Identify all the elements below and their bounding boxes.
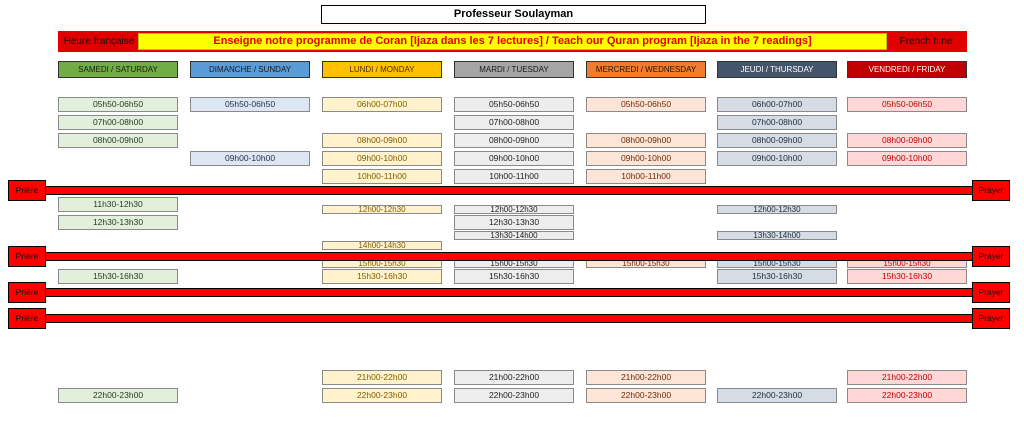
time-slot: 15h30-16h30 bbox=[322, 269, 442, 284]
day-header: VENDREDI / FRIDAY bbox=[847, 61, 967, 78]
prayer-label-right: Prayer bbox=[972, 246, 1010, 267]
time-slot: 21h00-22h00 bbox=[847, 370, 967, 385]
time-slot: 15h30-16h30 bbox=[58, 269, 178, 284]
banner-right-label: French time bbox=[899, 36, 953, 47]
time-slot: 08h00-09h00 bbox=[454, 133, 574, 148]
day-header: LUNDI / MONDAY bbox=[322, 61, 442, 78]
time-slot: 07h00-08h00 bbox=[454, 115, 574, 130]
time-slot: 12h00-12h30 bbox=[322, 205, 442, 214]
time-slot: 11h30-12h30 bbox=[58, 197, 178, 212]
time-slot: 10h00-11h00 bbox=[586, 169, 706, 184]
prayer-label-right: Prayer bbox=[972, 282, 1010, 303]
time-slot: 05h50-06h50 bbox=[847, 97, 967, 112]
time-slot: 05h50-06h50 bbox=[586, 97, 706, 112]
time-slot: 09h00-10h00 bbox=[847, 151, 967, 166]
prayer-label-left: Prière bbox=[8, 282, 46, 303]
time-slot: 08h00-09h00 bbox=[586, 133, 706, 148]
time-slot: 22h00-23h00 bbox=[454, 388, 574, 403]
time-slot: 15h30-16h30 bbox=[847, 269, 967, 284]
time-slot: 12h30-13h30 bbox=[454, 215, 574, 230]
time-slot: 12h00-12h30 bbox=[717, 205, 837, 214]
time-slot: 09h00-10h00 bbox=[322, 151, 442, 166]
time-slot: 22h00-23h00 bbox=[847, 388, 967, 403]
time-slot: 09h00-10h00 bbox=[190, 151, 310, 166]
time-slot: 09h00-10h00 bbox=[586, 151, 706, 166]
time-slot: 21h00-22h00 bbox=[322, 370, 442, 385]
day-header: MARDI / TUESDAY bbox=[454, 61, 574, 78]
time-slot: 06h00-07h00 bbox=[322, 97, 442, 112]
time-slot: 09h00-10h00 bbox=[454, 151, 574, 166]
time-slot: 07h00-08h00 bbox=[58, 115, 178, 130]
prayer-label-right: Prayer bbox=[972, 180, 1010, 201]
time-slot: 05h50-06h50 bbox=[454, 97, 574, 112]
time-slot: 05h50-06h50 bbox=[190, 97, 310, 112]
time-slot: 21h00-22h00 bbox=[454, 370, 574, 385]
time-slot: 14h00-14h30 bbox=[322, 241, 442, 250]
day-header: DIMANCHE / SUNDAY bbox=[190, 61, 310, 78]
time-slot: 08h00-09h00 bbox=[717, 133, 837, 148]
time-slot: 12h30-13h30 bbox=[58, 215, 178, 230]
time-slot: 10h00-11h00 bbox=[454, 169, 574, 184]
time-slot: 22h00-23h00 bbox=[322, 388, 442, 403]
prayer-bar bbox=[40, 186, 974, 195]
time-slot: 15h30-16h30 bbox=[454, 269, 574, 284]
banner-main-text: Enseigne notre programme de Coran [Ijaza… bbox=[138, 33, 887, 50]
day-header: SAMEDI / SATURDAY bbox=[58, 61, 178, 78]
prayer-label-left: Prière bbox=[8, 308, 46, 329]
banner-left-label: Heure française bbox=[63, 36, 135, 47]
prayer-bar bbox=[40, 314, 974, 323]
prayer-bar bbox=[40, 288, 974, 297]
time-slot: 15h30-16h30 bbox=[717, 269, 837, 284]
time-slot: 08h00-09h00 bbox=[847, 133, 967, 148]
time-slot: 22h00-23h00 bbox=[717, 388, 837, 403]
day-header: JEUDI / THURSDAY bbox=[717, 61, 837, 78]
time-slot: 13h30-14h00 bbox=[454, 231, 574, 240]
time-slot: 05h50-06h50 bbox=[58, 97, 178, 112]
time-slot: 12h00-12h30 bbox=[454, 205, 574, 214]
time-slot: 06h00-07h00 bbox=[717, 97, 837, 112]
prayer-label-left: Prière bbox=[8, 246, 46, 267]
page-title: Professeur Soulayman bbox=[321, 5, 706, 24]
time-slot: 08h00-09h00 bbox=[322, 133, 442, 148]
time-slot: 21h00-22h00 bbox=[586, 370, 706, 385]
time-slot: 10h00-11h00 bbox=[322, 169, 442, 184]
time-slot: 08h00-09h00 bbox=[58, 133, 178, 148]
time-slot: 22h00-23h00 bbox=[58, 388, 178, 403]
prayer-label-left: Prière bbox=[8, 180, 46, 201]
time-slot: 09h00-10h00 bbox=[717, 151, 837, 166]
prayer-bar bbox=[40, 252, 974, 261]
time-slot: 07h00-08h00 bbox=[717, 115, 837, 130]
prayer-label-right: Prayer bbox=[972, 308, 1010, 329]
day-header: MERCREDI / WEDNESDAY bbox=[586, 61, 706, 78]
time-slot: 22h00-23h00 bbox=[586, 388, 706, 403]
time-slot: 13h30-14h00 bbox=[717, 231, 837, 240]
